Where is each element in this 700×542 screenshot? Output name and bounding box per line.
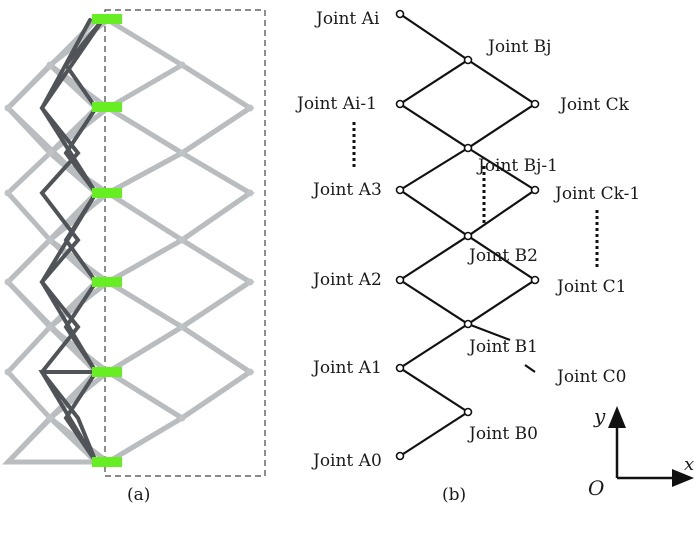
panel-a-mechanism: (a) [2, 9, 266, 505]
hinge-b1 [463, 319, 473, 329]
green-joint [92, 102, 122, 112]
origin-label: O [588, 476, 604, 500]
hinge-ck-1 [530, 185, 540, 195]
hinge-c1 [530, 275, 540, 285]
gray-zigzag-right-d [179, 62, 253, 111]
pin-joints [4, 61, 254, 422]
label-joint-ai-1: Joint Ai-1 [295, 94, 377, 114]
pin-joint [4, 189, 12, 197]
green-joint [92, 457, 122, 467]
y-axis-arrowhead [608, 406, 626, 428]
panel-a-caption: (a) [127, 485, 150, 505]
label-joint-a1: Joint A1 [311, 358, 382, 378]
label-joint-a2: Joint A2 [311, 270, 382, 290]
pin-joint [46, 61, 54, 69]
pin-joint [246, 368, 254, 376]
diamond-a1-left [397, 323, 469, 413]
pin-joint [4, 104, 12, 112]
panel-b-schematic: Joint Ai Joint Bj Joint Ai-1 Joint Ck Jo… [295, 9, 640, 505]
gray-zigzag-right-f [105, 150, 255, 243]
hinge-a2 [395, 275, 405, 285]
pin-joint [178, 236, 186, 244]
gray-zigzag-right-e [105, 105, 253, 156]
pin-joint [178, 61, 186, 69]
pin-joint [178, 414, 186, 422]
green-joint [92, 367, 122, 377]
diamond-upper [397, 58, 538, 150]
label-joint-a3: Joint A3 [311, 180, 382, 200]
label-joint-c1: Joint C1 [555, 277, 627, 297]
label-joint-ai: Joint Ai [314, 9, 380, 29]
gray-zigzag-right-h [105, 324, 255, 421]
hinge-bj [463, 55, 473, 65]
pin-joint [246, 278, 254, 286]
hinge-bj-1 [463, 143, 473, 153]
pin-joint [246, 104, 254, 112]
pin-joint [46, 323, 54, 331]
pin-joint [178, 323, 186, 331]
label-joint-c0: Joint C0 [555, 367, 627, 387]
pin-joint [46, 149, 54, 157]
coordinate-axes: y x O [588, 404, 694, 500]
hinge-b2 [463, 231, 473, 241]
gray-zigzag-right-g [105, 237, 255, 330]
label-joint-b1: Joint B1 [467, 337, 538, 357]
label-joint-ck: Joint Ck [558, 95, 630, 115]
hinges [395, 9, 540, 461]
green-joint [92, 277, 122, 287]
y-axis-label: y [593, 404, 606, 428]
green-joints [92, 14, 122, 467]
hinge-ai [395, 9, 405, 19]
dashed-frame [104, 9, 266, 477]
link-ai-bj [399, 13, 469, 61]
hinge-a3 [395, 185, 405, 195]
label-joint-ck-1: Joint Ck-1 [553, 184, 640, 204]
label-joint-bj-1: Joint Bj-1 [476, 156, 558, 176]
label-joint-bj: Joint Bj [486, 37, 551, 57]
pin-joint [4, 278, 12, 286]
hinge-ai-1 [395, 99, 405, 109]
green-joint [92, 188, 122, 198]
stub-b1 [467, 322, 511, 342]
panel-b-caption: (b) [442, 485, 466, 505]
gray-zigzag-right-i [105, 415, 185, 465]
label-joint-b0: Joint B0 [467, 424, 538, 444]
stub-c0 [524, 364, 536, 373]
x-axis-label: x [684, 454, 694, 475]
hinge-a0 [395, 451, 405, 461]
hinge-ck [530, 99, 540, 109]
hinge-b0 [463, 407, 473, 417]
label-joint-b2: Joint B2 [467, 246, 538, 266]
link-b0-a0 [399, 411, 469, 457]
dark-zigzag-b [63, 16, 106, 464]
pin-joint [246, 189, 254, 197]
pin-joint [46, 414, 54, 422]
green-joint [92, 14, 122, 24]
pin-joint [4, 368, 12, 376]
pin-joint [178, 149, 186, 157]
hinge-a1 [395, 363, 405, 373]
dark-zigzag-c [39, 18, 98, 464]
pin-joint [46, 236, 54, 244]
x-axis-arrowhead [672, 469, 694, 487]
label-joint-a0: Joint A0 [311, 451, 382, 471]
gray-zigzag-right-b [105, 62, 185, 111]
